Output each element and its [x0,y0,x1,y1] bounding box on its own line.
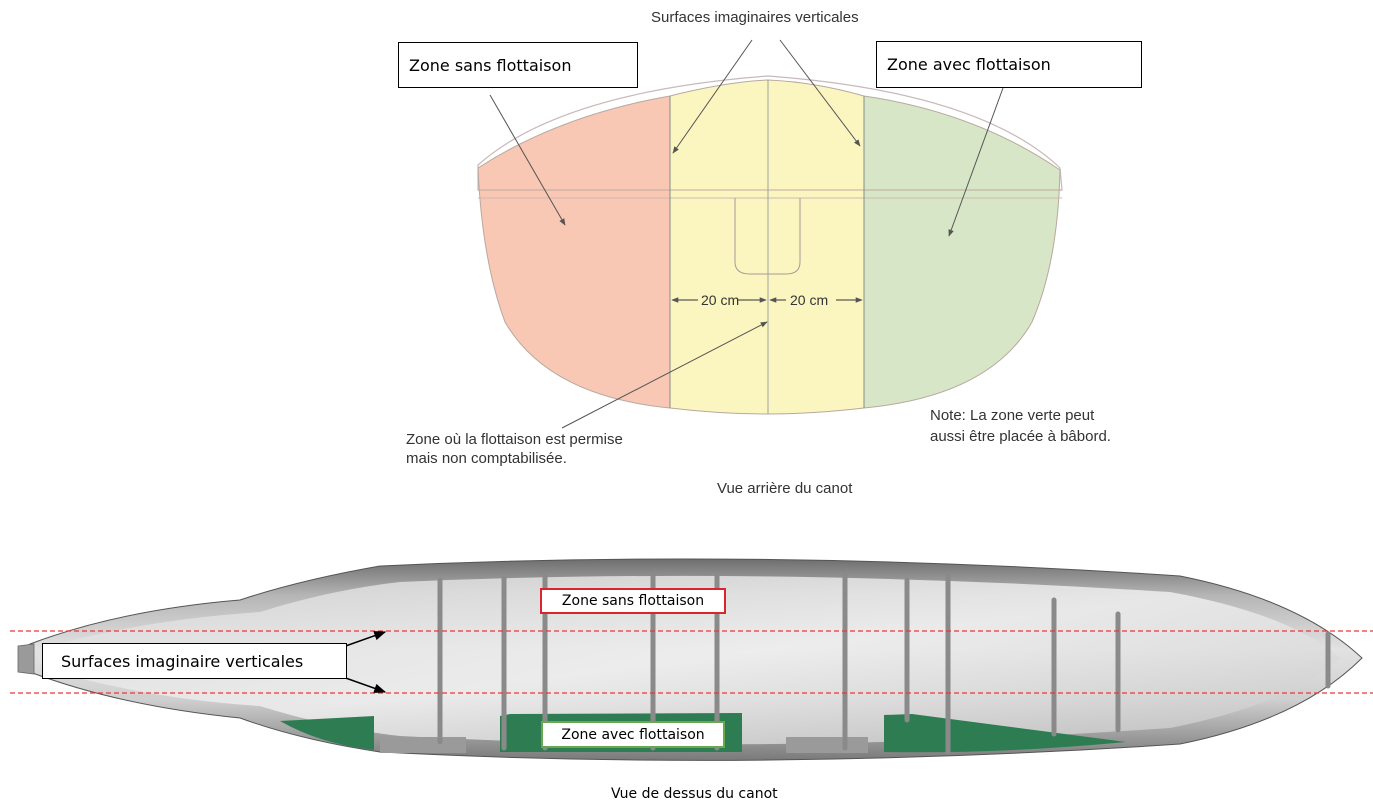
box-zone-sans-flottaison: Zone sans flottaison [398,42,638,88]
box-zone-avec-flottaison: Zone avec flottaison [876,41,1142,88]
box-zone-avec-flottaison-text: Zone avec flottaison [887,55,1051,74]
hull-outline [477,79,1061,415]
float-zone-1 [280,716,374,750]
box-surfaces-imaginaire: Surfaces imaginaire verticales [42,643,347,679]
box-zone-sans-flottaison-text: Zone sans flottaison [409,55,572,75]
box-surfaces-imaginaire-text: Surfaces imaginaire verticales [61,651,304,671]
pointer-surfaces-right [779,39,861,147]
note-right-line1: Note: La zone verte peut [930,407,1095,424]
tag-zone-avec-flottaison-text: Zone avec flottaison [561,726,705,743]
pointer-zone-red [489,94,566,226]
zone-green [864,96,1060,408]
rear-view-figure: 20 cm 20 cm Surfaces imaginaires vertica… [406,9,1111,497]
zone-red [478,96,670,408]
dim-label-left: 20 cm [701,292,739,308]
pointer-surfaces-left [672,39,753,154]
rear-view-caption: Vue arrière du canot [717,480,853,497]
hull-inner [39,575,1340,745]
tag-zone-avec-flottaison: Zone avec flottaison [541,721,725,748]
top-view-caption: Vue de dessus du canot [611,786,778,802]
hull-end-left [17,643,35,675]
note-right-line2: aussi être placée à bâbord. [930,428,1111,445]
plate-2 [786,737,868,753]
pointer-dashed-bottom [339,675,387,693]
surfaces-top-label: Surfaces imaginaires verticales [651,9,859,26]
dim-label-right: 20 cm [790,292,828,308]
plate-1 [380,737,466,753]
pointer-dashed-top [339,631,387,649]
note-middle-line1: Zone où la flottaison est permise [406,431,623,448]
zone-yellow [670,80,864,414]
pointer-zone-green [948,87,1004,237]
float-zone-3 [884,714,1126,753]
thwart-rods [437,573,1331,755]
tag-zone-sans-flottaison: Zone sans flottaison [540,588,726,614]
tag-zone-sans-flottaison-text: Zone sans flottaison [561,593,705,609]
pointer-zone-middle [561,321,768,429]
note-middle-line2: mais non comptabilisée. [406,450,567,467]
